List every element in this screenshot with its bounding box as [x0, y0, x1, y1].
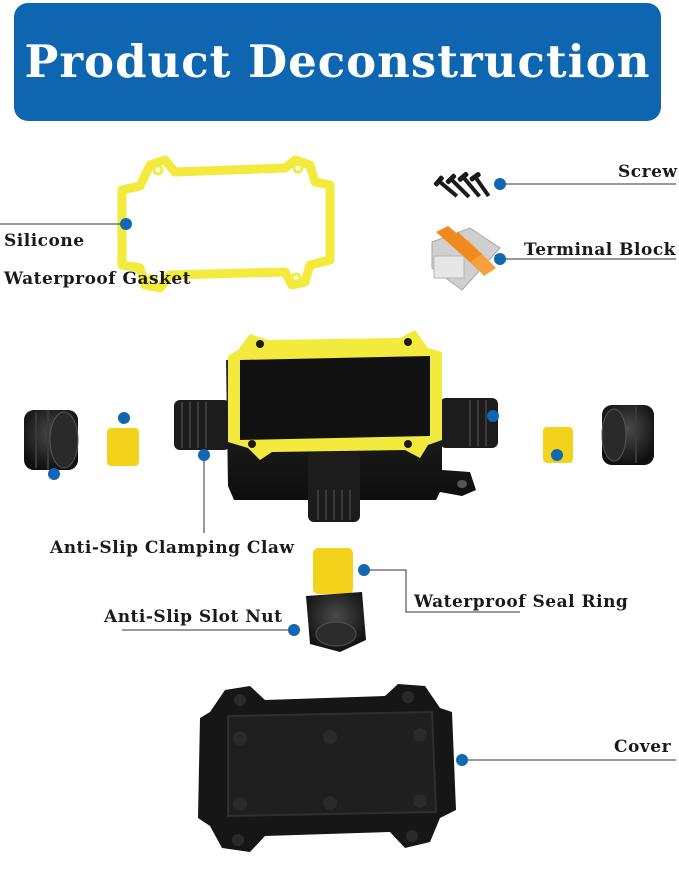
- cover: [198, 684, 456, 852]
- right-slot-nut: [602, 405, 654, 465]
- bottom-slot-nut: [306, 592, 366, 652]
- screws: [433, 171, 493, 201]
- left-seal-ring: [107, 428, 139, 466]
- label-anti-slip-clamping-claw: Anti-Slip Clamping Claw: [50, 538, 295, 558]
- terminal-block: [432, 226, 500, 290]
- label-anti-slip-slot-nut: Anti-Slip Slot Nut: [104, 607, 283, 627]
- junction-box: [174, 330, 498, 522]
- label-cover: Cover: [614, 737, 671, 757]
- bottom-seal-ring: [313, 548, 353, 594]
- label-waterproof-seal-ring: Waterproof Seal Ring: [414, 592, 628, 612]
- label-waterproof-gasket: Waterproof Gasket: [4, 269, 191, 289]
- label-terminal-block: Terminal Block: [524, 240, 676, 260]
- label-silicone: Silicone: [4, 231, 85, 251]
- left-slot-nut: [24, 410, 78, 470]
- label-screw: Screw: [618, 162, 678, 182]
